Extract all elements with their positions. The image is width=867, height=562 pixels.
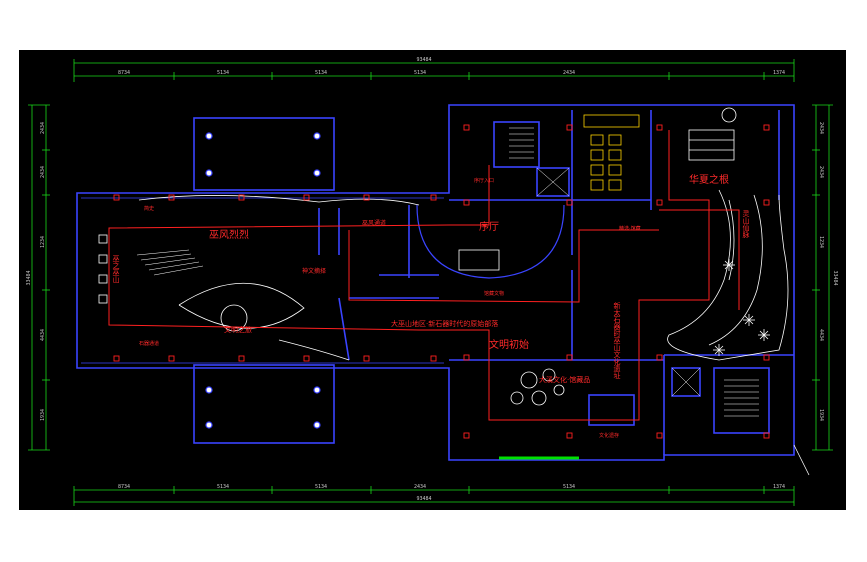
floor-plan-drawing: 93484 93484 8734 5134 5134 5134 2434 137… <box>26 57 838 506</box>
label-jingxuan: 精选·馆藏 <box>619 225 641 232</box>
dim-bottom-seg: 5134 <box>315 484 327 490</box>
dim-bottom-seg: 5134 <box>217 484 229 490</box>
zone-wenming: 文明初始 <box>489 338 529 351</box>
visitor-route <box>108 130 740 421</box>
dim-right-seg: 1234 <box>818 236 824 248</box>
dim-right-seg: 4434 <box>818 329 824 341</box>
dim-left-seg: 4434 <box>40 329 46 341</box>
zone-wufeng-vertical: 巫之巫山 <box>112 255 120 284</box>
dim-left-seg: 1934 <box>40 409 46 421</box>
zone-lingshan: 灵山仙脉 <box>742 210 750 238</box>
dim-bottom-overall: 93484 <box>416 496 431 502</box>
dim-right-seg: 2434 <box>818 122 824 134</box>
dim-top-seg: 5134 <box>414 70 426 76</box>
dimension-lines <box>28 59 833 506</box>
dim-right-overall: 33484 <box>832 270 838 285</box>
main-outline <box>76 104 795 461</box>
label-jianshi: 简史 <box>144 205 154 212</box>
corner-line <box>793 444 810 476</box>
dim-top-seg: 2434 <box>563 70 575 76</box>
building-walls <box>76 104 795 461</box>
plants <box>713 259 770 356</box>
zone-hall: 序厅 <box>479 220 499 233</box>
restroom-fixtures <box>583 114 640 191</box>
dim-top-overall: 93484 <box>416 57 431 63</box>
dim-bottom-seg: 8734 <box>118 484 130 490</box>
dim-left-seg: 2434 <box>40 166 46 178</box>
label-qitongdao: 石器通道 <box>139 340 159 347</box>
dim-top-seg: 1374 <box>773 70 785 76</box>
zone-dawan: 大巫山地区·新石器时代的原始部落 <box>391 319 498 328</box>
annotation-labels: 序厅入口 巫风通道 神文摘择 精选·馆藏 简史 馆藏文物 文化遗存 石器通道 <box>139 177 641 439</box>
upper-annex <box>193 117 335 191</box>
label-wufeng-tongdao: 巫风通道 <box>362 219 386 227</box>
dim-top-seg: 5134 <box>315 70 327 76</box>
zone-huaxia: 华夏之根 <box>689 173 729 186</box>
label-shenwen: 神文摘择 <box>302 267 326 275</box>
zone-daxi: 大溪文化·馆藏品 <box>539 375 590 384</box>
zone-wufeng: 巫风烈烈 <box>209 229 249 241</box>
oval-stage <box>178 282 305 329</box>
exhibit-furniture <box>98 107 789 406</box>
dimension-text: 93484 93484 8734 5134 5134 5134 2434 137… <box>26 57 838 502</box>
stairs-hatch <box>136 127 759 417</box>
zone-xinshiqi: 新太石器时巫山文化遗址 <box>613 301 621 379</box>
dim-top-seg: 8734 <box>118 70 130 76</box>
label-entrance: 序厅入口 <box>474 177 494 184</box>
cad-viewport: 93484 93484 8734 5134 5134 5134 2434 137… <box>19 50 846 510</box>
camera-markers <box>113 124 770 439</box>
dim-bottom-seg: 5134 <box>563 484 575 490</box>
dim-bottom-seg: 2434 <box>414 484 426 490</box>
dim-right-seg: 2434 <box>818 166 824 178</box>
label-wenhua: 文化遗存 <box>599 432 619 439</box>
dim-left-overall: 33484 <box>26 270 32 285</box>
dim-left-seg: 1234 <box>40 236 46 248</box>
dim-bottom-seg: 1374 <box>773 484 785 490</box>
dim-left-seg: 2434 <box>40 122 46 134</box>
zone-wenming-zhilu: 文明之旅 <box>224 325 252 334</box>
zone-labels: 巫风烈烈 序厅 文明初始 华夏之根 大巫山地区·新石器时代的原始部落 大溪文化·… <box>112 173 750 384</box>
label-guanzang: 馆藏文物 <box>484 290 504 297</box>
dim-right-seg: 1934 <box>818 409 824 421</box>
lower-annex <box>193 364 335 444</box>
annex-pillars <box>205 132 321 429</box>
dim-top-seg: 5134 <box>217 70 229 76</box>
